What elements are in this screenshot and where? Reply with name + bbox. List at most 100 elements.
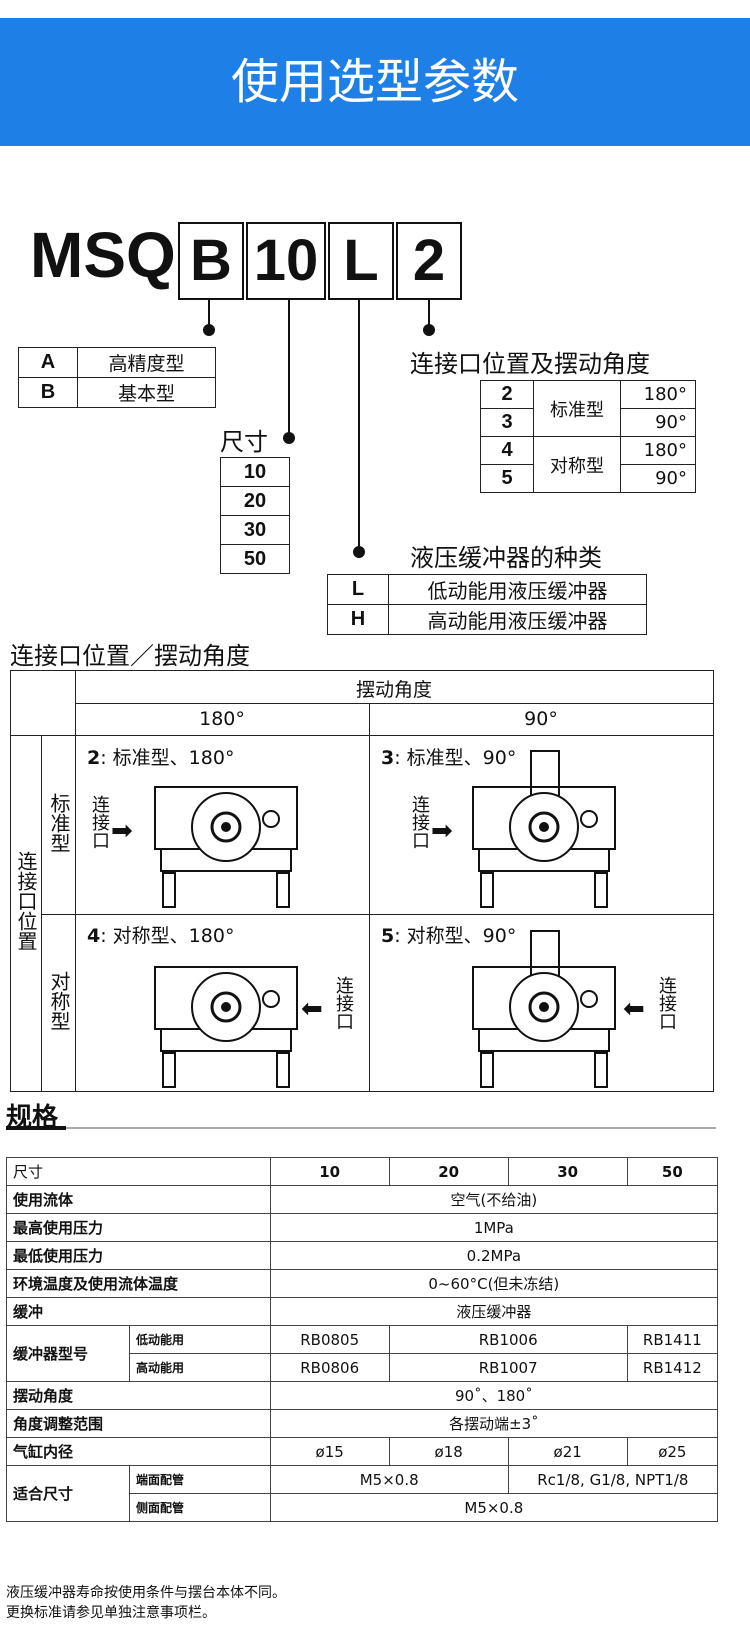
spec-sublabel: 高动能用 [129,1353,271,1382]
page-title: 使用选型参数 [230,54,519,110]
absorber-options-title: 液压缓冲器的种类 [410,544,602,572]
spec-label: 气缸内径 [6,1437,271,1466]
port-type: 对称型 [533,436,621,493]
type-code: B [18,377,78,408]
spec-value: Rc1/8, G1/8, NPT1/8 [507,1465,719,1494]
type-options-table: A 高精度型 B 基本型 [18,347,216,408]
spec-value: RB0806 [269,1353,390,1382]
spec-value: 0~60°C(但未冻结) [269,1269,719,1298]
spec-label: 缓冲器型号 [6,1325,130,1382]
port-code: 2 [480,380,534,409]
spec-value: RB1007 [388,1353,628,1382]
row-header-port-position: 连接口位置 [14,851,38,951]
port-code: 3 [480,408,534,437]
actuator-drawing-180 [154,786,298,908]
size-value: 50 [220,544,290,574]
connector-dot [283,432,295,444]
model-code-port: 2 [396,222,462,300]
connector-line [288,298,290,436]
note-line: 更换标准请参见单独注意事项栏。 [6,1605,216,1621]
arrow-right-icon: ➡ [111,816,133,846]
arrow-right-icon: ➡ [431,816,453,846]
absorber-label: 低动能用液压缓冲器 [388,574,647,605]
cell-caption-4: 4: 对称型、180° [87,925,235,947]
port-angle: 90° [620,464,696,493]
port-code: 4 [480,436,534,465]
spec-label: 摆动角度 [6,1381,271,1410]
spec-value: 0.2MPa [269,1241,719,1270]
model-code-absorber: L [328,222,394,300]
spec-label: 环境温度及使用流体温度 [6,1269,271,1298]
spec-value: RB0805 [269,1325,390,1354]
actuator-drawing-90 [472,750,616,908]
arrow-left-icon: ⬅ [623,994,645,1024]
spec-value: 空气(不给油) [269,1185,719,1214]
spec-value: 90˚、180˚ [269,1381,719,1410]
specs-table: 尺寸 10 20 30 50 使用流体 空气(不给油) 最高使用压力 1MPa … [6,1157,719,1522]
absorber-options-table: L 低动能用液压缓冲器 H 高动能用液压缓冲器 [327,574,647,635]
spec-size: 10 [269,1157,390,1186]
port-label: 连接口 [656,976,677,1030]
type-code: A [18,347,78,378]
cell-caption-3: 3: 标准型、90° [381,747,517,769]
spec-value: 各摆动端±3˚ [269,1409,719,1438]
port-table-title: 连接口位置／摆动角度 [10,642,250,670]
angle-header: 摆动角度 [355,679,432,701]
absorber-code: L [327,574,389,605]
port-label: 连接口 [333,976,354,1030]
port-options-title: 连接口位置及摆动角度 [410,350,650,378]
spec-size: 30 [507,1157,628,1186]
connector-line [358,298,360,550]
spec-size: 20 [388,1157,509,1186]
note-line: 液压缓冲器寿命按使用条件与摆台本体不同。 [6,1585,286,1601]
spec-value: RB1006 [388,1325,628,1354]
port-angle: 180° [620,436,696,465]
spec-value: ø21 [507,1437,628,1466]
port-angle: 180° [620,380,696,409]
spec-label: 使用流体 [6,1185,271,1214]
divider [66,1127,716,1129]
header-banner [0,18,750,146]
spec-value: ø25 [626,1437,719,1466]
spec-label: 最低使用压力 [6,1241,271,1270]
model-code-size: 10 [246,222,326,300]
absorber-code: H [327,604,389,635]
connector-dot [423,324,435,336]
type-label: 基本型 [77,377,216,408]
row-group-standard: 标准型 [47,793,71,853]
spec-label: 适合尺寸 [6,1465,130,1522]
port-label: 连接口 [89,795,110,849]
port-options-table: 2 标准型 180° 3 90° 4 对称型 180° 5 90° [480,380,696,493]
cell-caption-5: 5: 对称型、90° [381,925,517,947]
spec-label: 最高使用压力 [6,1213,271,1242]
spec-value: M5×0.8 [269,1493,719,1522]
size-options-title: 尺寸 [220,428,268,456]
spec-value: 1MPa [269,1213,719,1242]
port-code: 5 [480,464,534,493]
specs-title-underline [6,1126,66,1130]
port-position-table: 摆动角度 180° 90° 连接口位置 标准型 对称型 2: 标准型、180° … [10,670,714,1092]
spec-value: M5×0.8 [269,1465,509,1494]
spec-label: 尺寸 [6,1157,271,1186]
actuator-drawing-sym-180 [154,966,298,1088]
connector-line [428,298,430,328]
spec-value: RB1411 [626,1325,719,1354]
model-prefix: MSQ [30,219,176,291]
size-value: 20 [220,486,290,516]
angle-col-180: 180° [199,708,245,730]
port-type: 标准型 [533,380,621,437]
connector-line [208,298,210,328]
spec-sublabel: 侧面配管 [129,1493,271,1522]
actuator-drawing-sym-90 [472,930,616,1088]
spec-value: ø15 [269,1437,390,1466]
absorber-label: 高动能用液压缓冲器 [388,604,647,635]
row-group-symmetric: 对称型 [47,971,71,1031]
arrow-left-icon: ⬅ [301,994,323,1024]
port-label: 连接口 [409,795,430,849]
spec-label: 角度调整范围 [6,1409,271,1438]
cell-caption-2: 2: 标准型、180° [87,747,235,769]
spec-value: ø18 [388,1437,509,1466]
port-angle: 90° [620,408,696,437]
size-value: 10 [220,457,290,487]
spec-size: 50 [626,1157,719,1186]
